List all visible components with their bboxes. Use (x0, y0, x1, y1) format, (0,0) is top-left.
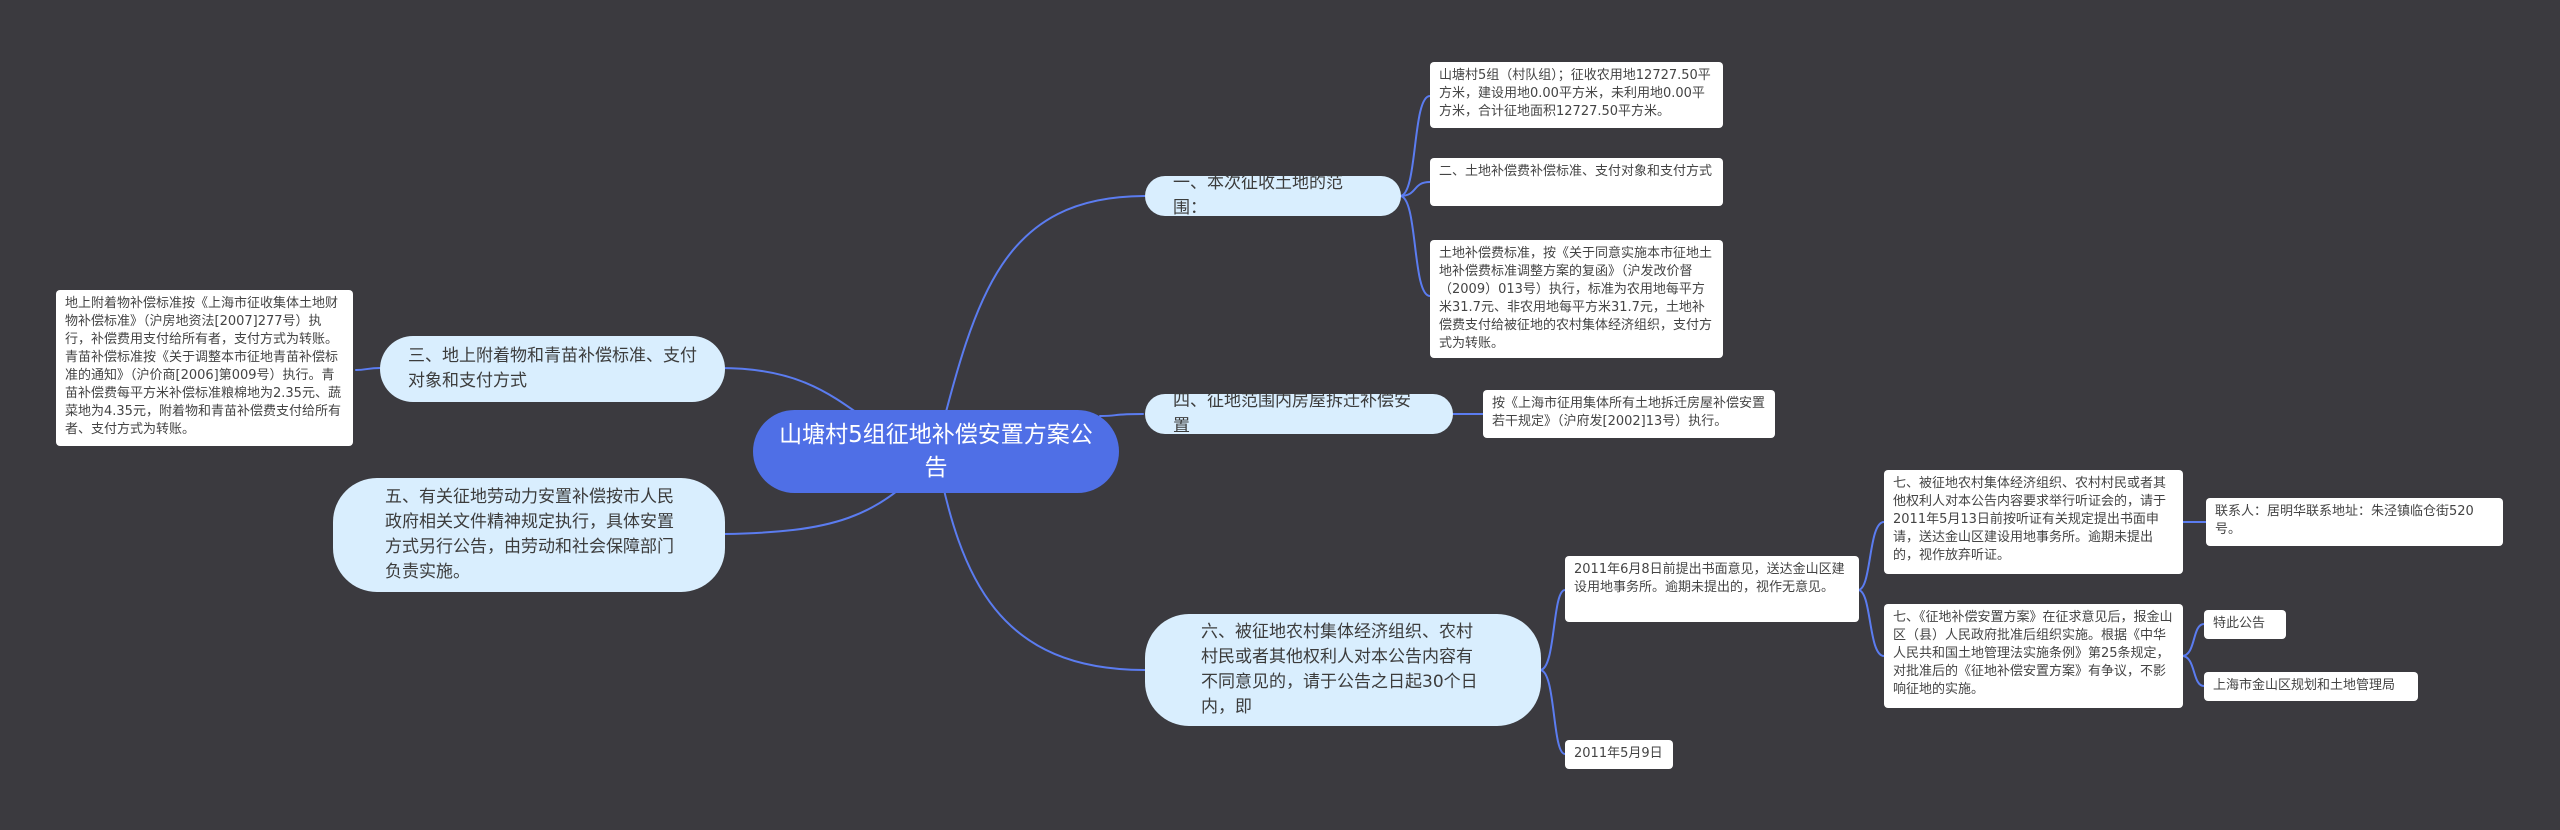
leaf-compensation-standard-detail[interactable]: 土地补偿费标准，按《关于同意实施本市征地土地补偿费标准调整方案的复函》（沪发改价… (1430, 240, 1723, 358)
leaf-special-notice[interactable]: 特此公告 (2204, 610, 2286, 639)
branch-objection[interactable]: 六、被征地农村集体经济组织、农村村民或者其他权利人对本公告内容有不同意见的，请于… (1145, 614, 1541, 726)
leaf-house-relocation-detail[interactable]: 按《上海市征用集体所有土地拆迁房屋补偿安置若干规定》（沪府发[2002]13号）… (1483, 390, 1775, 438)
branch-land-scope[interactable]: 一、本次征收土地的范围： (1145, 173, 1401, 218)
link-b1-c2 (1399, 181, 1431, 197)
link-b1-c1 (1399, 95, 1431, 197)
leaf-plan-approval[interactable]: 七、《征地补偿安置方案》在征求意见后，报金山区（县）人民政府批准后组织实施。根据… (1884, 604, 2183, 708)
leaf-contact-info[interactable]: 联系人：居明华联系地址：朱泾镇临仓街520号。 (2206, 498, 2503, 546)
leaf-issuing-authority[interactable]: 上海市金山区规划和土地管理局 (2204, 672, 2418, 701)
root-title: 山塘村5组征地补偿安置方案公告 (779, 421, 1093, 481)
leaf-land-area[interactable]: 山塘村5组（村队组）；征收农用地12727.50平方米，建设用地0.00平方米，… (1430, 62, 1723, 128)
branch-labor-resettlement[interactable]: 五、有关征地劳动力安置补偿按市人民政府相关文件精神规定执行，具体安置方式另行公告… (333, 478, 725, 592)
link-c1-g1 (1857, 521, 1885, 591)
branch-house-relocation[interactable]: 四、征地范围内房屋拆迁补偿安置 (1145, 391, 1453, 436)
branch-land-scope-label: 一、本次征收土地的范围： (1173, 173, 1343, 218)
branch-attachments-compensation-label: 三、地上附着物和青苗补偿标准、支付对象和支付方式 (408, 346, 697, 391)
link-g2-k2 (2181, 655, 2205, 687)
branch-house-relocation-label: 四、征地范围内房屋拆迁补偿安置 (1173, 391, 1411, 436)
leaf-hearing-request[interactable]: 七、被征地农村集体经济组织、农村村民或者其他权利人对本公告内容要求举行听证会的，… (1884, 470, 2183, 574)
link-root-b1 (935, 195, 1146, 451)
link-b6-c2 (1539, 669, 1566, 755)
branch-attachments-compensation[interactable]: 三、地上附着物和青苗补偿标准、支付对象和支付方式 (380, 336, 725, 402)
leaf-notice-date[interactable]: 2011年5月9日 (1565, 740, 1673, 769)
leaf-compensation-standard-heading[interactable]: 二、土地补偿费补偿标准、支付对象和支付方式 (1430, 158, 1723, 206)
leaf-objection-deadline[interactable]: 2011年6月8日前提出书面意见，送达金山区建设用地事务所。逾期未提出的，视作无… (1565, 556, 1859, 622)
link-root-b6 (935, 451, 1146, 671)
link-c1-g2 (1857, 589, 1885, 657)
link-g2-k1 (2181, 623, 2205, 657)
link-root-b4 (1099, 413, 1144, 417)
branch-objection-label: 六、被征地农村集体经济组织、农村村民或者其他权利人对本公告内容有不同意见的，请于… (1201, 622, 1478, 717)
link-b6-c1 (1539, 589, 1566, 671)
leaf-attachments-detail[interactable]: 地上附着物补偿标准按《上海市征收集体土地财物补偿标准》（沪房地资法[2007]2… (56, 290, 353, 446)
link-b1-c3 (1399, 195, 1431, 297)
root-topic[interactable]: 山塘村5组征地补偿安置方案公告 (753, 410, 1119, 493)
link-b3-c1 (355, 367, 381, 371)
branch-labor-resettlement-label: 五、有关征地劳动力安置补偿按市人民政府相关文件精神规定执行，具体安置方式另行公告… (385, 487, 674, 582)
